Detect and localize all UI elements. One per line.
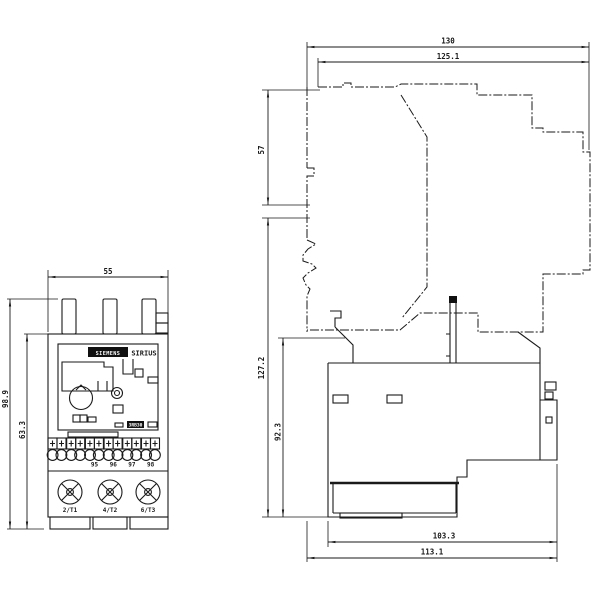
test-button [112,404,124,414]
current-dial [68,385,94,411]
dim-width-body-label: 125.1 [437,52,460,61]
small-window [79,414,88,423]
release-lever [446,303,457,363]
bottom-foot [339,512,403,519]
dim-width-label: 55 [103,267,112,276]
reset-button [110,386,124,400]
aux-terminal-label: 96 [110,462,118,469]
bottom-tab [129,516,169,530]
aux-terminal-label: 95 [91,462,99,469]
aux-terminal-block: 95 96 97 98 [46,431,168,472]
contactor-phantom-outline [302,82,591,333]
extension-line [7,298,58,530]
left-shoulder [330,310,354,363]
extension-line [262,89,320,219]
front-view-outline [47,298,169,530]
dim-depth-body-label: 103.3 [433,532,456,541]
label-slot [67,431,119,438]
brand-label: SIEMENS [96,351,121,357]
release-lever-tip [449,296,457,303]
contactor-profile [307,82,591,333]
dim-width-total-label: 130 [441,37,455,46]
vent-slot [332,394,349,404]
body-outline [327,331,541,518]
dim-height-total-label: 127.2 [257,357,266,380]
relay-side-outline [327,296,558,519]
bottom-tab [49,516,91,530]
front-detail [544,391,554,400]
din-rail-clip [302,239,318,332]
series-label: SIRIUS [131,350,156,358]
main-terminal-block: 2/T1 4/T2 6/T3 [57,479,161,514]
front-view-dimensions: 55 98.9 63.3 [1,267,169,530]
selector-switch [134,368,144,378]
front-view: SIEMENS SIRIUS 3RB30 [1,267,169,530]
main-terminal-label: 2/T1 [63,507,78,514]
side-view: 130 125.1 57 127.2 92.3 103.3 113.1 [257,37,591,562]
terminal-post [102,298,118,335]
brand-plate [88,347,128,357]
side-view-dimensions: 130 125.1 57 127.2 92.3 103.3 113.1 [257,37,590,562]
stop-slide [97,381,108,392]
model-plate [127,421,144,428]
test-slide [122,359,134,375]
contactor-front-edge [400,94,428,319]
front-panel: SIEMENS SIRIUS 3RB30 [57,343,159,431]
small-window [87,416,97,423]
dim-height-body-label: 63.3 [18,420,27,439]
model-label: 3RB30 [129,423,143,429]
aux-terminal-label: 98 [147,462,155,469]
terminal-post [61,298,77,335]
bottom-tab [92,516,128,530]
vent-slot [386,394,403,404]
main-terminal-label: 4/T2 [103,507,118,514]
side-notch [147,376,159,384]
dim-depth-total-label: 113.1 [421,548,444,557]
aux-terminal-label: 97 [128,462,136,469]
front-detail [544,381,557,391]
dial-pointer [75,384,87,391]
extension-line [47,270,169,332]
dim-height-upper-label: 57 [257,145,266,154]
dim-height-total-label: 98.9 [1,389,10,408]
small-window [114,422,124,428]
front-cover [540,399,558,461]
main-terminal-label: 6/T3 [141,507,156,514]
reset-button-center [113,389,121,397]
small-window [147,421,158,428]
mounting-plane-line [306,87,315,240]
display-window [61,361,114,392]
front-detail [545,416,553,424]
dim-height-body-label: 92.3 [274,422,283,441]
